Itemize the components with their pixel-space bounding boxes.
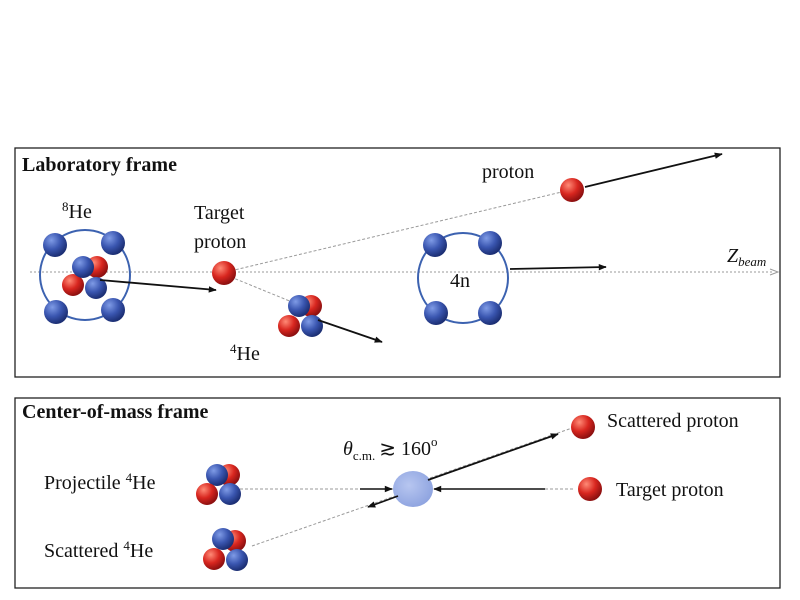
proton-label: proton	[482, 161, 534, 183]
he4-arrow	[317, 319, 383, 343]
fourn-cluster	[417, 231, 509, 325]
cm-frame-box	[14, 397, 781, 589]
target-proton-cm-ball	[578, 477, 602, 501]
target-proton-ball	[212, 261, 236, 285]
projectile-label: Projectile 4He	[44, 470, 156, 494]
proton-scatter-guide	[225, 189, 571, 273]
scattered-he-guide	[251, 495, 396, 547]
lab-frame-box	[14, 147, 781, 378]
fourn-label: 4n	[450, 270, 470, 292]
scattered-proton-label: Scattered proton	[607, 410, 739, 432]
he8-nucleus	[39, 229, 131, 324]
scattered-he4	[203, 528, 248, 571]
scattered-proton-ball	[560, 178, 584, 202]
he8-label: 8He	[62, 199, 92, 223]
he4-fragment	[278, 295, 323, 337]
target-proton-cm-label: Target proton	[616, 479, 724, 501]
projectile-he4	[196, 464, 241, 505]
scattered-he-label: Scattered 4He	[44, 538, 153, 562]
lab-frame-title: Laboratory frame	[22, 154, 177, 176]
he8-arrow	[99, 279, 217, 293]
scattered-he-cm-arrow	[367, 495, 399, 508]
scattered-proton-guide	[429, 427, 573, 479]
he4-label: 4He	[230, 341, 260, 365]
angle-label: θc.m.≳ 160o	[343, 434, 437, 463]
zbeam-label: Zbeam	[727, 245, 766, 269]
fourn-arrow	[509, 263, 607, 271]
beam-axis-arrowhead	[769, 268, 780, 276]
scattered-proton-cm-arrow	[427, 433, 559, 481]
scattered-proton-arrow	[584, 152, 723, 188]
interaction-blob	[393, 471, 433, 507]
he4-scatter-guide	[225, 274, 293, 303]
cm-frame-title: Center-of-mass frame	[22, 401, 209, 423]
scattered-proton-cm-ball	[571, 415, 595, 439]
target-proton-label-line1: Target	[194, 202, 245, 224]
target-proton-label-line2: proton	[194, 231, 246, 253]
